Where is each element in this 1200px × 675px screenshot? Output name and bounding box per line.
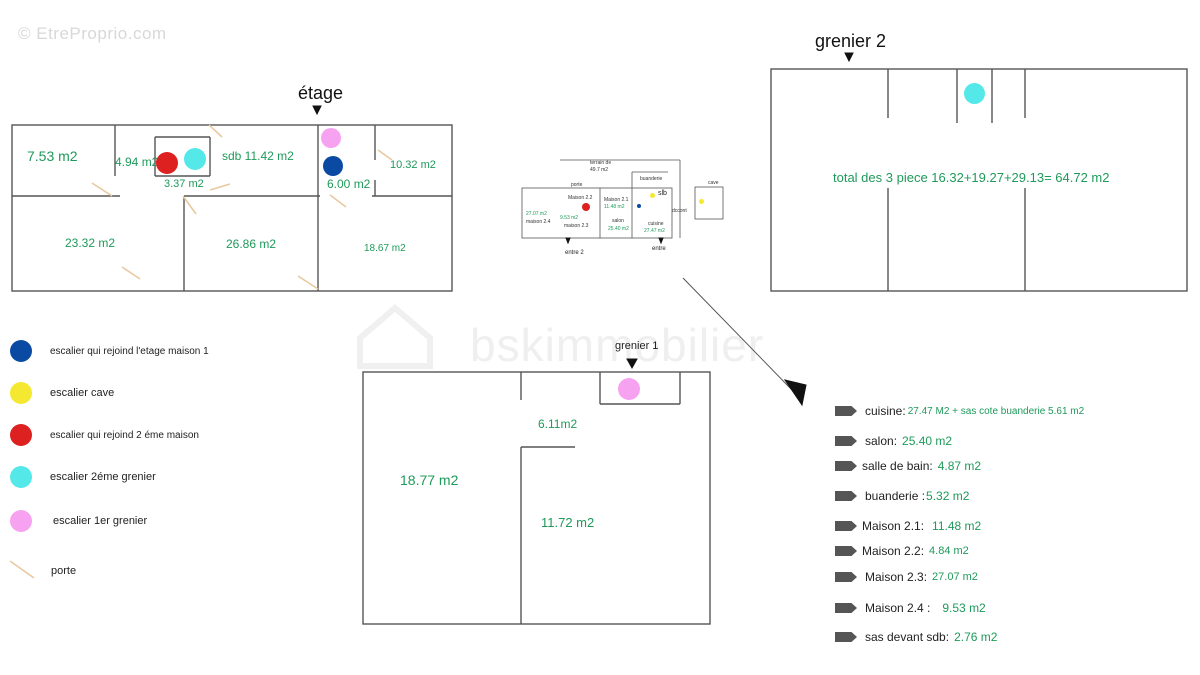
tag-icon (835, 461, 857, 471)
room-row: Maison 2.2: 4.84 m2 (835, 540, 969, 562)
grenier2-arrow-icon (844, 52, 854, 63)
blue-stair-marker (637, 204, 641, 208)
cyan-stair-marker (184, 148, 206, 170)
watermark-etreproprio: © EtreProprio.com (18, 24, 167, 43)
cyan-dot-icon (10, 466, 32, 488)
dark-blue-dot-icon (10, 340, 32, 362)
grenier1-outline (362, 371, 711, 625)
area-label: sdb 11.42 m2 (222, 149, 294, 163)
area-label: 4.94 m2 (115, 155, 159, 169)
room-row: sas devant sdb: 2.76 m2 (835, 626, 997, 648)
area-label: 7.53 m2 (27, 148, 78, 164)
grenier2-title: grenier 2 (815, 31, 887, 51)
pointer-arrow-icon (783, 379, 807, 407)
room-row: Maison 2.4 : 9.53 m2 (835, 597, 986, 619)
tag-icon (835, 572, 857, 582)
house-logo-watermark (357, 304, 433, 369)
legend-item: escalier qui rejoind l'etage maison 1 (10, 338, 209, 364)
grenier1-arrow-icon (626, 358, 638, 370)
blue-stair-marker (323, 156, 343, 176)
area-label: 6.00 m2 (327, 177, 371, 191)
grenier1-title: grenier 1 (615, 340, 659, 352)
entrance-label: entre (652, 246, 666, 252)
red-stair-marker (582, 203, 590, 211)
grenier2-total: total des 3 piece 16.32+19.27+29.13= 64.… (833, 170, 1110, 185)
watermark-bskimmobilier: bskimmobilier (470, 319, 765, 371)
legend-item: escalier cave (10, 380, 114, 406)
red-stair-marker (156, 152, 178, 174)
area-label: 18.77 m2 (400, 472, 459, 488)
room-row: salle de bain: 4.87 m2 (835, 455, 981, 477)
area-label: 10.32 m2 (390, 159, 436, 171)
tag-icon (835, 632, 857, 642)
yellow-dot-icon (10, 382, 32, 404)
area-label: 26.86 m2 (226, 237, 277, 251)
room-row: Maison 2.1: 11.48 m2 (835, 515, 981, 537)
etage-outline (11, 124, 453, 292)
yellow-stair-marker (650, 193, 655, 198)
room-row: cuisine: 27.47 M2 + sas cote buanderie 5… (835, 400, 1084, 422)
legend-door-line (9, 560, 35, 579)
etage-title: étage (298, 83, 344, 103)
tag-icon (835, 491, 857, 501)
room-row: Maison 2.3: 27.07 m2 (835, 566, 978, 588)
area-label: 18.67 m2 (364, 243, 406, 254)
legend-item: escalier 2éme grenier (10, 464, 156, 490)
area-label: 23.32 m2 (65, 236, 116, 250)
legend-item: porte (10, 558, 76, 584)
entrance-label: entre 2 (565, 250, 584, 256)
tag-icon (835, 521, 857, 531)
legend-item: escalier qui rejoind 2 éme maison (10, 422, 199, 448)
tag-icon (835, 436, 857, 446)
tag-icon (835, 406, 857, 416)
area-label: 11.72 m2 (541, 515, 595, 530)
room-row: salon: 25.40 m2 (835, 430, 952, 452)
pink-stair-marker (321, 128, 341, 148)
red-dot-icon (10, 424, 32, 446)
pink-dot-icon (10, 510, 32, 532)
area-label: 6.11m2 (538, 417, 578, 431)
tag-icon (835, 603, 857, 613)
tag-icon (835, 546, 857, 556)
legend-item: escalier 1er grenier (10, 508, 147, 534)
etage-arrow-icon (312, 105, 322, 116)
door-line-icon (10, 560, 32, 582)
mini-ground-plan: terrain de 49.7 m2 porte Maison 2.2 Mais… (526, 160, 719, 256)
yellow-stair-marker (699, 199, 704, 204)
cyan-stair-marker (964, 83, 985, 104)
room-row: buanderie : 5.32 m2 (835, 485, 969, 507)
pink-stair-marker (618, 378, 640, 400)
grenier2-outline (770, 68, 1188, 292)
area-label: 3.37 m2 (164, 178, 204, 190)
